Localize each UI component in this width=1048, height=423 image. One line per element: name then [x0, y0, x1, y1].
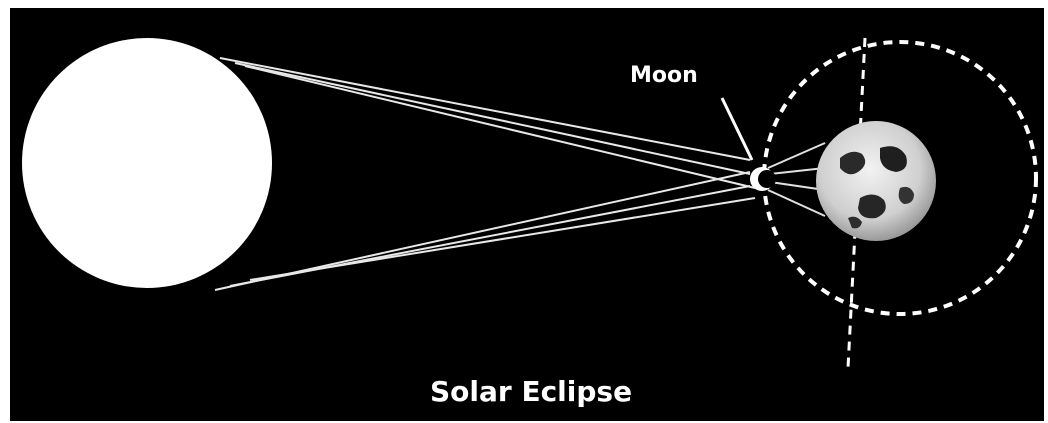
solar-eclipse-diagram: Moon Solar Eclipse: [10, 8, 1044, 421]
moon-pointer: [722, 98, 752, 160]
sun-rays: [215, 58, 755, 290]
diagram-frame: Moon Solar Eclipse: [10, 8, 1044, 421]
diagram-caption: Solar Eclipse: [430, 375, 632, 408]
umbra-top: [768, 143, 825, 168]
ray-lower-3: [250, 198, 755, 280]
moon-label: Moon: [630, 63, 698, 88]
sun: [22, 38, 272, 288]
moon: [750, 167, 776, 191]
earth: [816, 121, 936, 241]
umbra-bottom: [768, 190, 825, 216]
